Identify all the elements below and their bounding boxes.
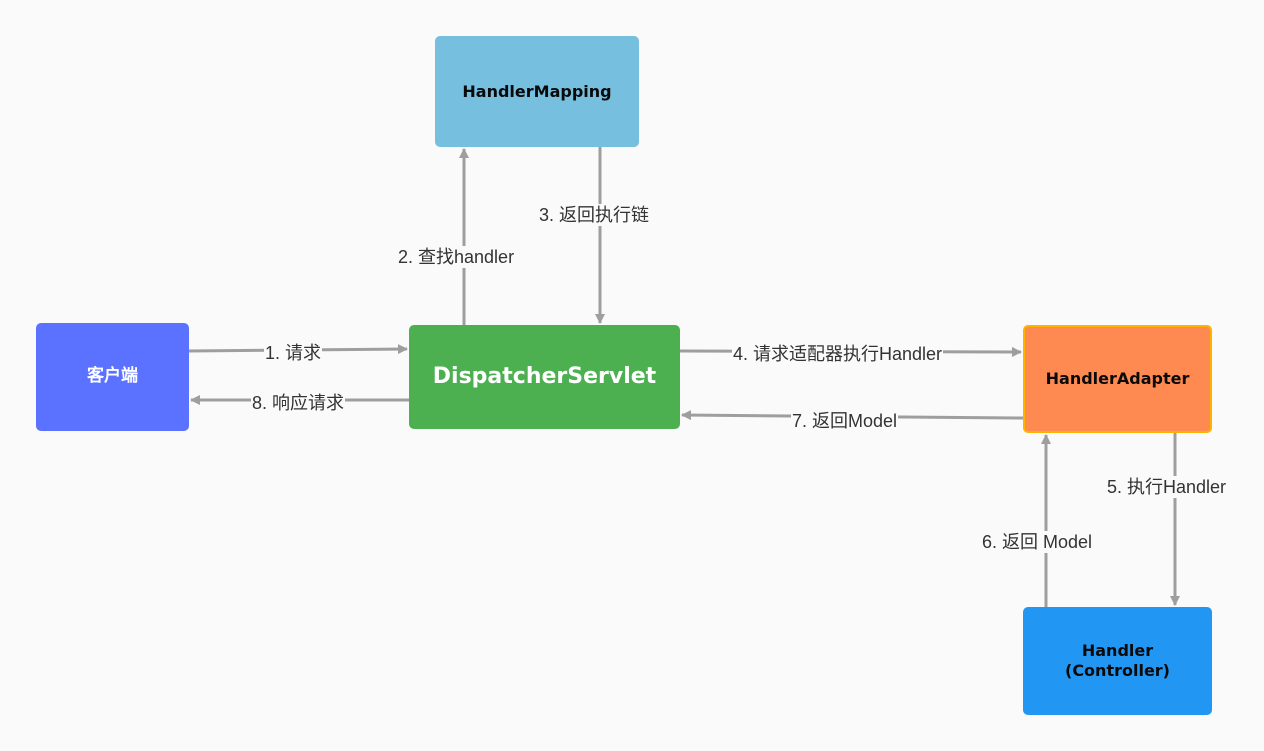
client-node[interactable]: 客户端 xyxy=(36,323,189,431)
handler-controller-node[interactable]: Handler (Controller) xyxy=(1023,607,1212,715)
dispatcher-servlet-node[interactable]: DispatcherServlet xyxy=(409,325,680,429)
handler-adapter-node[interactable]: HandlerAdapter xyxy=(1023,325,1212,433)
edge-7-label: 7. 返回Model xyxy=(791,410,899,432)
edge-4-label: 4. 请求适配器执行Handler xyxy=(732,343,944,365)
edge-3-label: 3. 返回执行链 xyxy=(538,204,651,226)
edge-1-label: 1. 请求 xyxy=(264,342,323,364)
edge-2-label: 2. 查找handler xyxy=(397,246,516,268)
edge-8-label: 8. 响应请求 xyxy=(251,392,346,414)
handler-mapping-node[interactable]: HandlerMapping xyxy=(435,36,639,147)
edge-5-label: 5. 执行Handler xyxy=(1106,476,1228,498)
edge-6-label: 6. 返回 Model xyxy=(981,531,1094,553)
